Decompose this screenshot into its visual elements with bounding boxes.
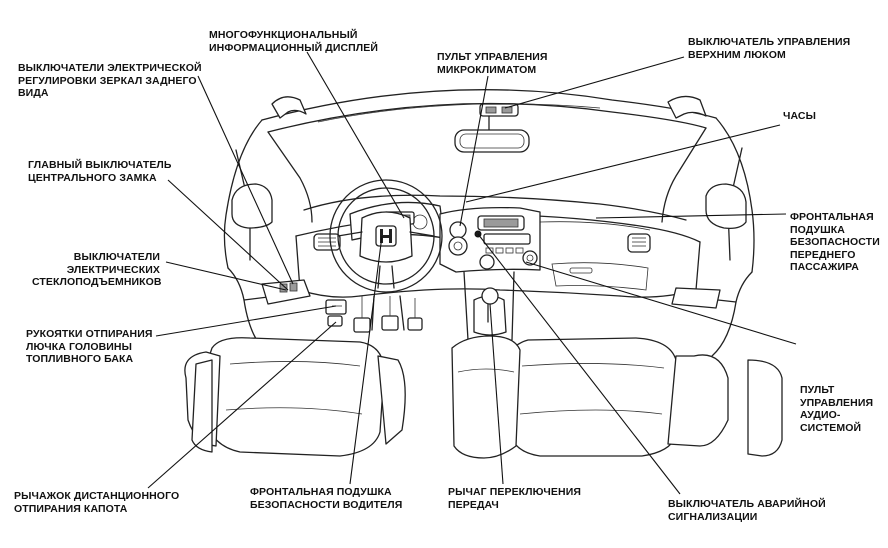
driver-seat — [184, 337, 406, 457]
label-line: ЧАСЫ — [783, 110, 816, 122]
label-multifunction-display: МНОГОФУНКЦИОНАЛЬНЫЙ ИНФОРМАЦИОННЫЙ ДИСПЛ… — [209, 29, 378, 54]
glovebox — [551, 262, 649, 291]
label-line: ФРОНТАЛЬНАЯ ПОДУШКА — [250, 486, 392, 498]
right-vent — [627, 233, 651, 253]
label-line: ПЕРЕДНЕГО — [790, 248, 856, 261]
label-line: УПРАВЛЕНИЯ — [800, 396, 874, 409]
fuel-and-hood-levers — [325, 299, 347, 327]
pedals — [353, 295, 423, 333]
label-fuel-door-levers: РУКОЯТКИ ОТПИРАНИЯ ЛЮЧКА ГОЛОВИНЫ ТОПЛИВ… — [26, 328, 152, 366]
label-line: СТЕКЛОПОДЪЕМНИКОВ — [32, 276, 162, 288]
label-hazard-switch: ВЫКЛЮЧАТЕЛЬ АВАРИЙНОЙ СИГНАЛИЗАЦИИ — [668, 498, 826, 523]
label-line: ЦЕНТРАЛЬНОГО ЗАМКА — [28, 171, 157, 184]
label-line: ВИДА — [18, 87, 49, 99]
label-line: ВЫКЛЮЧАТЕЛИ ЭЛЕКТРИЧЕСКОЙ — [18, 62, 202, 74]
label-line: СИСТЕМОЙ — [800, 421, 862, 434]
side-window-right — [705, 183, 747, 230]
right-door-panel — [671, 271, 753, 357]
center-armrest — [451, 335, 521, 459]
honda-h-icon — [375, 225, 397, 247]
label-mirror-switches: ВЫКЛЮЧАТЕЛИ ЭЛЕКТРИЧЕСКОЙ РЕГУЛИРОВКИ ЗЕ… — [18, 62, 202, 100]
audio-buttons — [485, 247, 524, 254]
label-line: ВЕРХНИМ ЛЮКОМ — [688, 48, 786, 61]
label-climate-control: ПУЛЬТ УПРАВЛЕНИЯ МИКРОКЛИМАТОМ — [437, 51, 548, 76]
label-line: БЕЗОПАСНОСТИ ВОДИТЕЛЯ — [250, 498, 403, 511]
label-audio-control: ПУЛЬТ УПРАВЛЕНИЯ АУДИО- СИСТЕМОЙ — [800, 384, 873, 434]
label-gear-lever: РЫЧАГ ПЕРЕКЛЮЧЕНИЯ ПЕРЕДАЧ — [448, 486, 581, 511]
label-line: МНОГОФУНКЦИОНАЛЬНЫЙ — [209, 29, 358, 41]
label-line: ТОПЛИВНОГО БАКА — [26, 353, 134, 365]
label-window-switches: ВЫКЛЮЧАТЕЛИ ЭЛЕКТРИЧЕСКИХ СТЕКЛОПОДЪЕМНИ… — [32, 251, 162, 289]
label-line: РЫЧАЖОК ДИСТАНЦИОННОГО — [14, 490, 180, 502]
leader-lines — [147, 51, 797, 495]
label-central-lock: ГЛАВНЫЙ ВЫКЛЮЧАТЕЛЬ ЦЕНТРАЛЬНОГО ЗАМКА — [28, 159, 172, 184]
label-line: ПУЛЬТ — [800, 384, 835, 396]
label-line: ВЫКЛЮЧАТЕЛЬ АВАРИЙНОЙ — [668, 498, 826, 510]
rearview-mirror — [454, 115, 530, 153]
label-line: СИГНАЛИЗАЦИИ — [668, 510, 758, 523]
label-line: ГЛАВНЫЙ ВЫКЛЮЧАТЕЛЬ — [28, 159, 172, 171]
label-sunroof-switch: ВЫКЛЮЧАТЕЛЬ УПРАВЛЕНИЯ ВЕРХНИМ ЛЮКОМ — [688, 36, 850, 61]
grab-handle-right — [667, 95, 707, 119]
center-stack — [439, 206, 541, 273]
label-hood-release: РЫЧАЖОК ДИСТАНЦИОННОГО ОТПИРАНИЯ КАПОТА — [14, 490, 179, 515]
label-line: ВЫКЛЮЧАТЕЛИ — [73, 251, 160, 263]
left-door-pocket — [191, 359, 213, 453]
label-line: ЭЛЕКТРИЧЕСКИХ — [66, 263, 160, 276]
right-door-pocket — [747, 359, 783, 457]
label-line: АУДИО- — [800, 409, 841, 421]
label-line: РЫЧАГ ПЕРЕКЛЮЧЕНИЯ — [448, 486, 581, 498]
label-line: ЛЮЧКА ГОЛОВИНЫ — [26, 340, 132, 353]
left-vent — [313, 233, 341, 251]
label-line: ВЫКЛЮЧАТЕЛЬ УПРАВЛЕНИЯ — [688, 36, 851, 48]
label-line: ФРОНТАЛЬНАЯ — [790, 211, 874, 223]
label-driver-airbag: ФРОНТАЛЬНАЯ ПОДУШКА БЕЗОПАСНОСТИ ВОДИТЕЛ… — [250, 486, 402, 511]
grab-handle-left — [271, 96, 307, 119]
label-line: РУКОЯТКИ ОТПИРАНИЯ — [26, 328, 153, 340]
label-clock: ЧАСЫ — [783, 110, 816, 123]
label-line: ИНФОРМАЦИОННЫЙ ДИСПЛЕЙ — [209, 41, 379, 54]
label-line: ПУЛЬТ УПРАВЛЕНИЯ — [437, 51, 548, 63]
label-line: МИКРОКЛИМАТОМ — [437, 63, 537, 76]
passenger-seat — [485, 337, 729, 457]
side-window-left — [231, 183, 273, 229]
label-passenger-airbag: ФРОНТАЛЬНАЯ ПОДУШКА БЕЗОПАСНОСТИ ПЕРЕДНЕ… — [790, 211, 880, 274]
label-line: ПЕРЕДАЧ — [448, 498, 499, 511]
label-line: ПАССАЖИРА — [790, 261, 859, 273]
label-line: ОТПИРАНИЯ КАПОТА — [14, 502, 128, 515]
center-console — [463, 271, 515, 344]
label-line: РЕГУЛИРОВКИ ЗЕРКАЛ ЗАДНЕГО — [18, 74, 197, 87]
label-line: БЕЗОПАСНОСТИ — [790, 236, 880, 248]
label-line: ПОДУШКА — [790, 223, 845, 236]
